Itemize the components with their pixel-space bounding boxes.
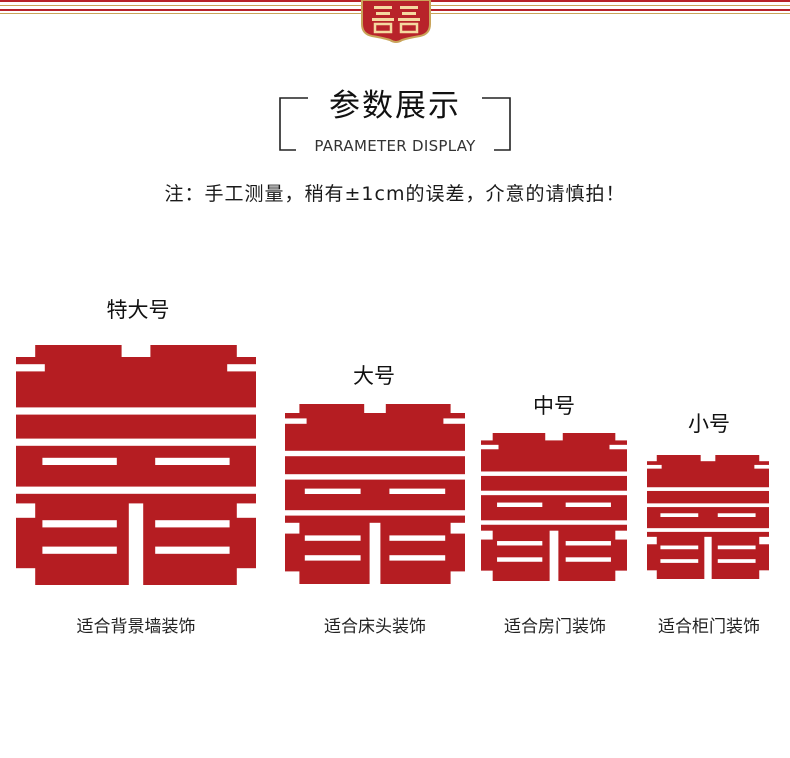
double-happiness-badge-icon (361, 0, 431, 43)
page-subtitle: PARAMETER DISPLAY (314, 137, 476, 155)
usage-small: 适合柜门装饰 (658, 617, 760, 637)
usage-large: 适合床头装饰 (324, 617, 426, 637)
double-happiness-icon (16, 345, 256, 585)
double-happiness-icon (481, 433, 627, 581)
size-name-small: 小号 (688, 412, 730, 436)
measurement-note: 注：手工测量，稍有±1cm的误差，介意的请慎拍！ (164, 183, 626, 205)
double-happiness-icon (647, 455, 769, 579)
heading-frame (279, 97, 511, 151)
size-name-extra-large: 特大号 (106, 298, 170, 322)
page-title: 参数展示 (329, 88, 461, 124)
double-happiness-icon (285, 404, 465, 584)
size-name-medium: 中号 (533, 394, 575, 418)
usage-extra-large: 适合背景墙装饰 (76, 617, 196, 637)
size-name-large: 大号 (353, 364, 395, 388)
usage-medium: 适合房门装饰 (504, 617, 606, 637)
section-heading: 参数展示 PARAMETER DISPLAY (278, 86, 512, 158)
